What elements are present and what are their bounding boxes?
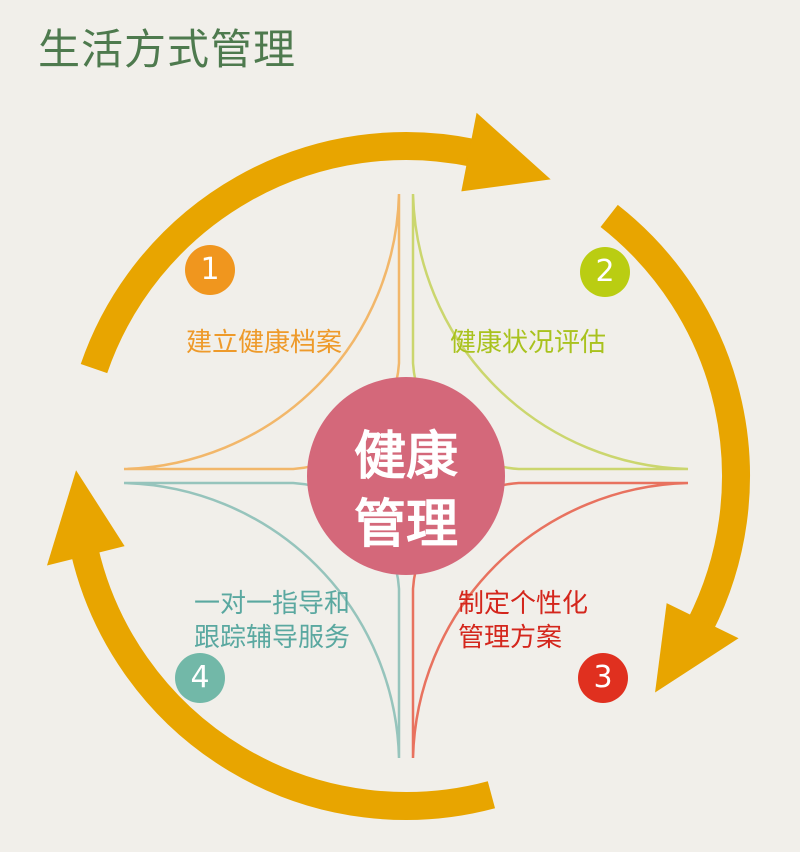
step-3-label-line1: 制定个性化: [458, 589, 589, 619]
step-3-label-line2: 管理方案: [458, 623, 563, 653]
cycle-arrow-body: [600, 204, 750, 633]
center-title-line2: 管理: [353, 494, 458, 555]
step-4-badge: 4: [175, 653, 225, 703]
cycle-arrow-body: [80, 132, 478, 374]
cycle-arrow-head-icon: [46, 470, 125, 566]
step-2-label: 健康状况评估: [450, 328, 607, 358]
cycle-arrow-head-icon: [655, 603, 739, 693]
page-title: 生活方式管理: [38, 25, 297, 74]
step-4-label-line2: 跟踪辅导服务: [194, 623, 351, 653]
step-1-label: 建立健康档案: [186, 328, 343, 358]
center-title-line1: 健康: [353, 426, 458, 487]
center-circle: [307, 377, 505, 575]
step-1-badge: 1: [185, 245, 235, 295]
cycle-arrow-body: [70, 547, 496, 820]
step-2-badge: 2: [580, 247, 630, 297]
step-3-badge: 3: [578, 653, 628, 703]
cycle-arrow-head-icon: [461, 112, 551, 192]
step-4-label-line1: 一对一指导和: [194, 589, 351, 619]
